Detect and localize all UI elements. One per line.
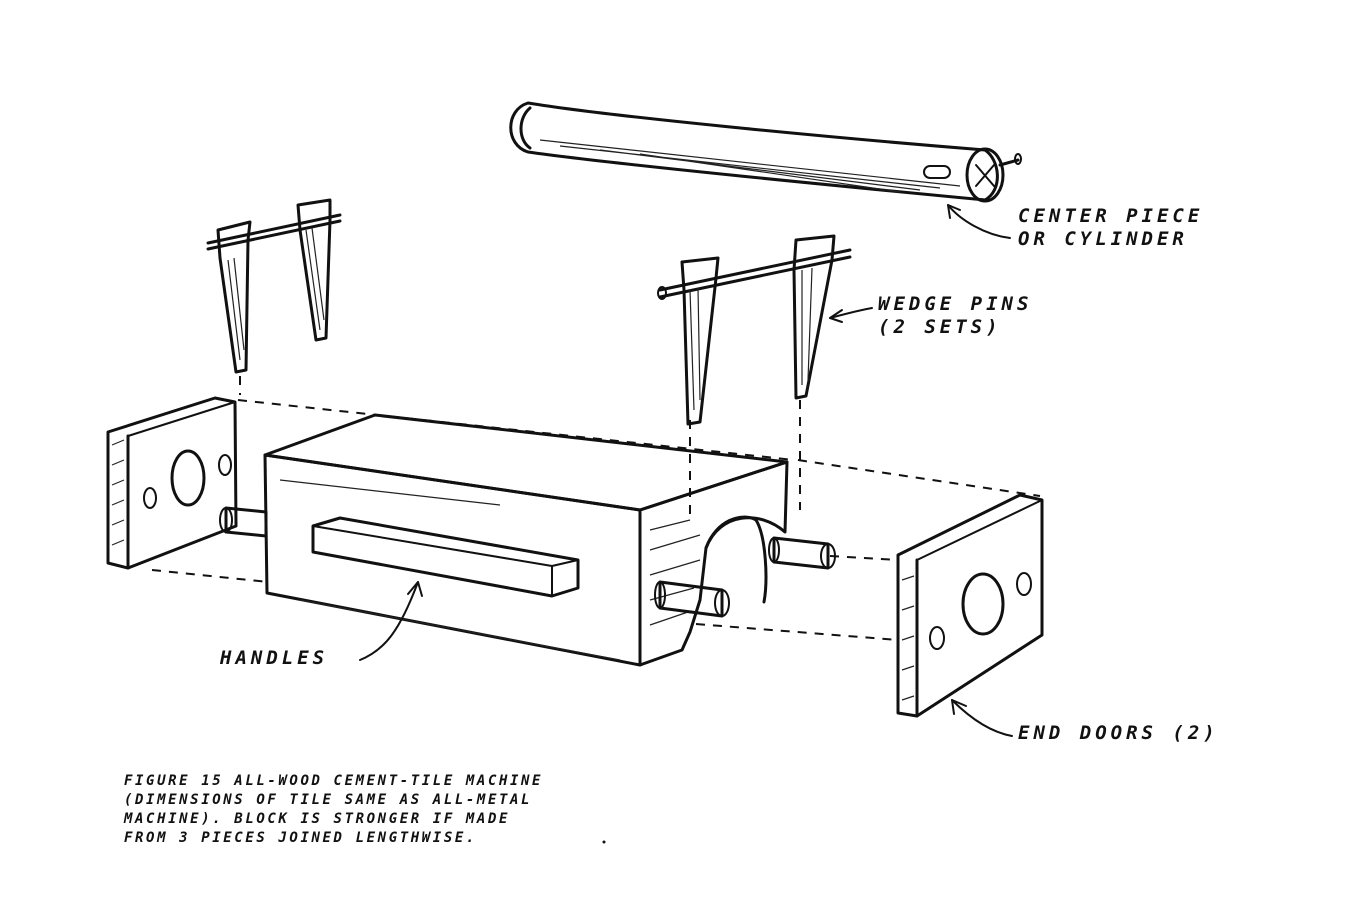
- end-doors-label: END DOORS (2): [1018, 722, 1219, 744]
- wedge-leader: [829, 307, 873, 319]
- right-dowels: [654, 536, 836, 618]
- doors-leader: [951, 699, 1013, 737]
- wedge-pins-label-line1: WEDGE PINS: [878, 293, 1033, 315]
- caption-line-4: FROM 3 PIECES JOINED LENGTHWISE.: [124, 830, 477, 846]
- cylinder-leader: [947, 204, 1011, 239]
- wedge-pins-label: WEDGE PINS (2 SETS): [878, 293, 1078, 339]
- center-cylinder: [509, 101, 1022, 203]
- handle: [311, 516, 580, 598]
- center-piece-label-line1: CENTER PIECE: [1018, 205, 1204, 227]
- assembly-guides: [151, 376, 1041, 641]
- wedge-pins-left: [206, 198, 342, 374]
- end-door-right: [896, 493, 1044, 718]
- caption-line-1: FIGURE 15 ALL-WOOD CEMENT-TILE MACHINE: [124, 773, 544, 789]
- center-piece-label: CENTER PIECE OR CYLINDER: [1018, 205, 1258, 251]
- end-door-left: [106, 396, 238, 570]
- caption-line-3: MACHINE). BLOCK IS STRONGER IF MADE: [124, 811, 511, 827]
- main-block: [263, 413, 789, 667]
- left-dowel: [219, 506, 268, 538]
- handles-label: HANDLES: [220, 647, 329, 669]
- wedge-pins-label-line2: (2 SETS): [878, 315, 1002, 338]
- figure-caption: FIGURE 15 ALL-WOOD CEMENT-TILE MACHINE (…: [124, 772, 704, 848]
- wedge-pins-right: [657, 234, 852, 426]
- caption-line-2: (DIMENSIONS OF TILE SAME AS ALL-METAL: [124, 792, 533, 808]
- handles-leader: [359, 581, 419, 661]
- center-piece-label-line2: OR CYLINDER: [1018, 227, 1188, 250]
